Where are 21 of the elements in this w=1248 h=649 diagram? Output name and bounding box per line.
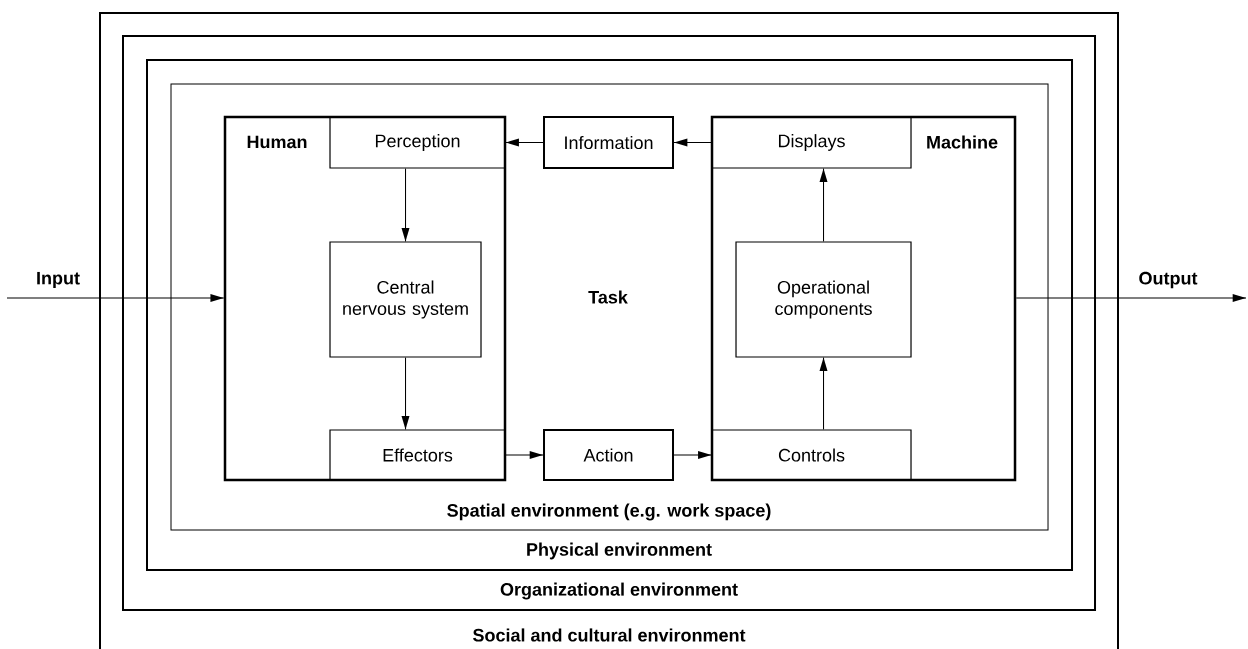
arrow xyxy=(673,451,712,459)
arrow xyxy=(505,138,544,147)
arrow xyxy=(401,168,410,242)
arrow xyxy=(401,357,410,430)
process-box: Central nervous system xyxy=(329,241,482,358)
edge-label: Output xyxy=(1137,270,1199,290)
process-box: Action xyxy=(543,429,674,481)
process-box: Information xyxy=(543,116,674,169)
arrow xyxy=(505,451,544,459)
arrow xyxy=(819,168,828,242)
area-label: Task xyxy=(588,290,628,304)
arrow xyxy=(1015,294,1247,302)
process-box: Controls xyxy=(711,429,912,481)
process-box: Perception xyxy=(329,116,506,169)
arrow xyxy=(6,294,225,302)
process-box: Displays xyxy=(711,116,912,169)
process-box: Effectors xyxy=(329,429,506,481)
arrow xyxy=(819,357,828,430)
arrow xyxy=(673,138,712,147)
edge-label: Input xyxy=(34,270,82,290)
process-box: Operational components xyxy=(735,241,912,358)
